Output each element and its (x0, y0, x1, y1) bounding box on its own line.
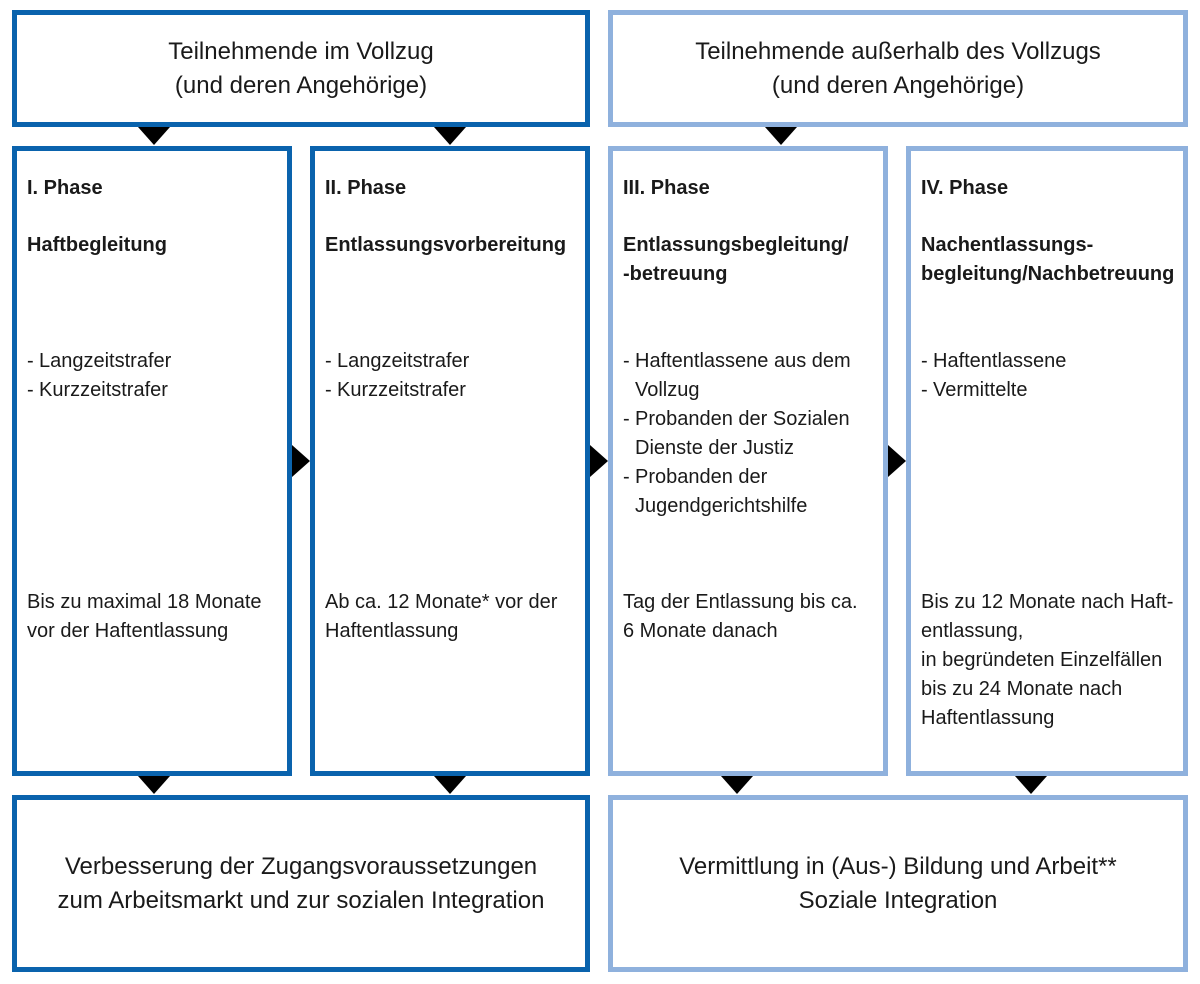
header-inside-vollzug: Teilnehmende im Vollzug (und deren Angeh… (12, 10, 590, 127)
phase-4-name: Nachentlassungs- begleitung/Nachbetreuun… (921, 231, 1177, 289)
header-outside-vollzug: Teilnehmende außerhalb des Vollzugs (und… (608, 10, 1188, 127)
arrow-down-header-to-phase-1 (138, 127, 170, 145)
phase-4-name-line: Nachentlassungs- (921, 234, 1094, 256)
arrow-right-phase-3-to-4 (888, 445, 906, 477)
phase-3-participants: Haftentlassene aus dem Vollzug Probanden… (623, 347, 863, 521)
arrow-right-phase-1-to-2 (292, 445, 310, 477)
result-inside-vollzug: Verbesserung der Zugangsvoraussetzungen … (12, 795, 590, 972)
duration-line: entlassung, (921, 620, 1024, 642)
header-outside-line1: Teilnehmende außerhalb des Vollzugs (695, 37, 1101, 65)
participant-item: Langzeitstrafer (325, 347, 579, 376)
phase-4-duration: Bis zu 12 Monate nach Haft- entlassung, … (921, 588, 1177, 733)
result-inside-line1: Verbesserung der Zugangsvoraussetzungen (64, 852, 538, 880)
participant-item: Vermittelte (921, 376, 1177, 405)
phase-1-name-line: Haftbegleitung (27, 234, 167, 256)
header-inside-line1: Teilnehmende im Vollzug (168, 37, 434, 65)
phase-3-title: III. Phase (623, 177, 710, 199)
phase-1-duration: Bis zu maximal 18 Monate vor der Haftent… (27, 588, 281, 646)
participant-item: Kurzzeitstrafer (325, 376, 579, 405)
duration-line: 6 Monate danach (623, 620, 778, 642)
participant-item: Probanden der Sozialen Dienste der Justi… (623, 405, 863, 463)
participant-item: Kurzzeitstrafer (27, 376, 281, 405)
phase-3-duration: Tag der Entlassung bis ca. 6 Monate dana… (623, 588, 877, 646)
phase-4-title: IV. Phase (921, 177, 1009, 199)
duration-line: Ab ca. 12 Monate* vor der (325, 591, 558, 613)
duration-line: Haftentlassung (325, 620, 459, 642)
phase-4-name-line: begleitung/Nachbetreuung (921, 263, 1175, 285)
arrow-down-phase-3-to-result (721, 776, 753, 794)
participant-item: Langzeitstrafer (27, 347, 281, 376)
arrow-down-phase-1-to-result (138, 776, 170, 794)
phase-2-title: II. Phase (325, 177, 407, 199)
participant-item: Haftentlassene (921, 347, 1177, 376)
header-outside-line2: (und deren Angehörige) (771, 71, 1025, 99)
phase-1-title: I. Phase (27, 177, 103, 199)
phase-2-name: Entlassungsvorbereitung (325, 231, 579, 260)
duration-line: Tag der Entlassung bis ca. (623, 591, 858, 613)
phase-2-participants: Langzeitstrafer Kurzzeitstrafer (325, 347, 579, 405)
duration-line: Bis zu maximal 18 Monate (27, 591, 262, 613)
duration-line: bis zu 24 Monate nach (921, 678, 1123, 700)
result-outside-line1: Vermittlung in (Aus-) Bildung und Arbeit… (679, 852, 1117, 880)
duration-line: in begründeten Einzelfällen (921, 649, 1163, 671)
arrow-down-phase-4-to-result (1015, 776, 1047, 794)
arrow-down-header-to-phase-3 (765, 127, 797, 145)
phase-4-participants: Haftentlassene Vermittelte (921, 347, 1177, 405)
result-outside-vollzug: Vermittlung in (Aus-) Bildung und Arbeit… (608, 795, 1188, 972)
arrow-right-phase-2-to-3 (590, 445, 608, 477)
phase-3-box: III. Phase Entlassungsbegleitung/ -betre… (608, 146, 888, 776)
participant-item: Probanden der Jugendgerichtshilfe (623, 463, 863, 521)
phase-3-name: Entlassungsbegleitung/ -betreuung (623, 231, 877, 289)
participant-item: Haftentlassene aus dem Vollzug (623, 347, 863, 405)
header-inside-line2: (und deren Angehörige) (174, 71, 428, 99)
phase-4-box: IV. Phase Nachentlassungs- begleitung/Na… (906, 146, 1188, 776)
arrow-down-phase-2-to-result (434, 776, 466, 794)
result-inside-line2: zum Arbeitsmarkt und zur sozialen Integr… (57, 886, 545, 914)
duration-line: Haftentlassung (921, 707, 1055, 729)
phase-3-name-line: Entlassungsbegleitung/ (623, 234, 849, 256)
duration-line: Bis zu 12 Monate nach Haft- (921, 591, 1174, 613)
phase-1-box: I. Phase Haftbegleitung Langzeitstrafer … (12, 146, 292, 776)
phase-2-box: II. Phase Entlassungsvorbereitung Langze… (310, 146, 590, 776)
arrow-down-header-to-phase-2 (434, 127, 466, 145)
phase-3-name-line: -betreuung (623, 263, 728, 285)
phase-2-duration: Ab ca. 12 Monate* vor der Haftentlassung (325, 588, 579, 646)
duration-line: vor der Haftentlassung (27, 620, 229, 642)
result-outside-line2: Soziale Integration (798, 886, 998, 914)
phase-1-name: Haftbegleitung (27, 231, 281, 260)
phase-2-name-line: Entlassungsvorbereitung (325, 234, 567, 256)
phase-1-participants: Langzeitstrafer Kurzzeitstrafer (27, 347, 281, 405)
